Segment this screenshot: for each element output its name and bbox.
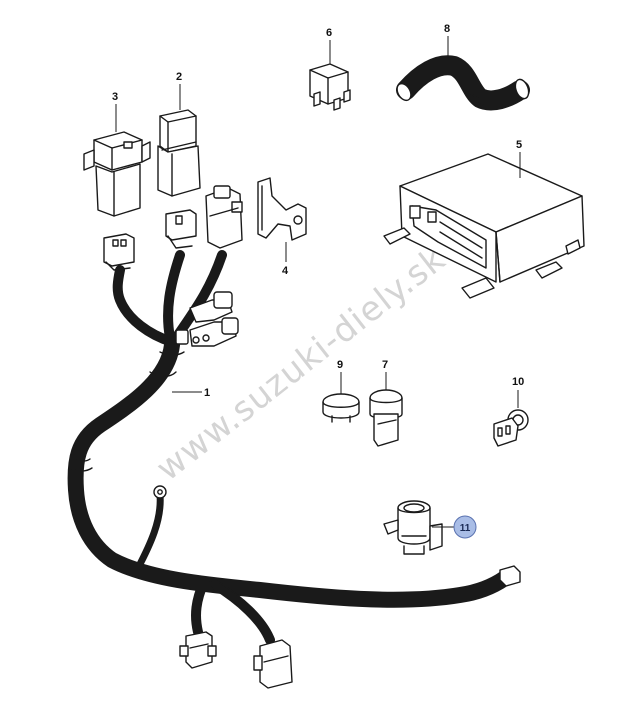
callout-11-highlight[interactable] xyxy=(453,515,477,539)
callout-2: 2 xyxy=(176,71,182,83)
part-3-relay-flanged[interactable] xyxy=(83,131,151,217)
callout-4: 4 xyxy=(282,265,289,277)
part-6-small-relay[interactable] xyxy=(309,63,351,111)
part-1-wiring-harness[interactable] xyxy=(67,185,521,689)
callout-3: 3 xyxy=(112,91,118,103)
part-7-plug[interactable] xyxy=(369,389,403,447)
callout-9: 9 xyxy=(337,359,343,371)
callout-6: 6 xyxy=(326,27,332,39)
callout-8: 8 xyxy=(444,23,450,35)
part-11-socket[interactable] xyxy=(383,500,443,555)
part-10-switch[interactable] xyxy=(493,409,529,447)
callout-10: 10 xyxy=(512,376,524,388)
callout-5: 5 xyxy=(516,139,522,151)
part-2-relay[interactable] xyxy=(157,109,201,197)
callout-1: 1 xyxy=(204,387,210,399)
part-5-control-unit[interactable] xyxy=(383,153,585,299)
part-4-bracket[interactable] xyxy=(257,177,307,241)
part-8-hose[interactable] xyxy=(394,55,531,111)
callout-7: 7 xyxy=(382,359,388,371)
part-9-cap[interactable] xyxy=(322,393,360,423)
watermark-text: www.suzuki-diely.sk xyxy=(149,239,453,489)
callout-11: 11 xyxy=(460,523,471,534)
